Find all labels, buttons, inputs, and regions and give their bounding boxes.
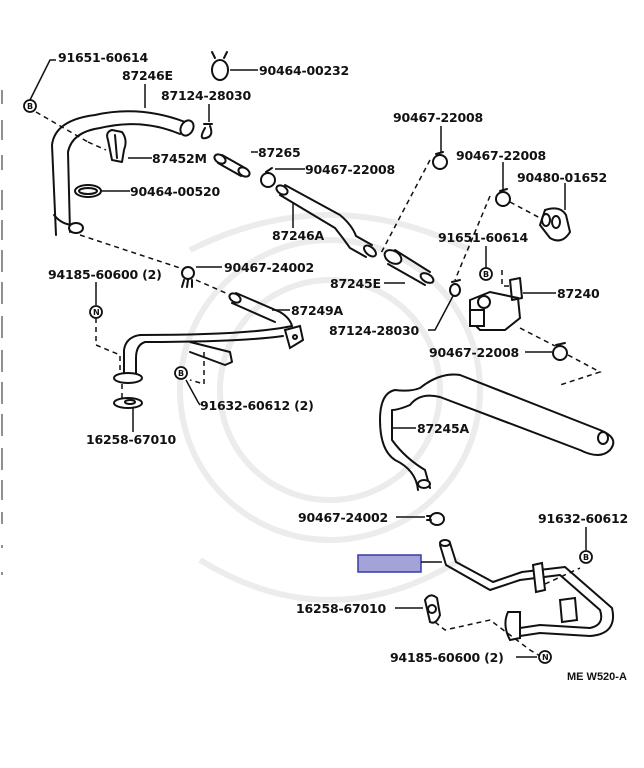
highlighted-part-number-box[interactable] [357,554,422,573]
svg-text:N: N [93,308,100,317]
svg-text:N: N [542,653,549,662]
hose-87246e[interactable] [51,110,196,236]
bolt-marker-b-right: B [579,550,593,564]
clamp-87124-28030-mid[interactable] [449,279,461,297]
label-90467-22008-c[interactable]: 90467-22008 [456,148,546,163]
svg-text:B: B [483,270,489,279]
bolt-marker-b-mid: B [479,267,493,281]
label-90467-22008-b[interactable]: 90467-22008 [393,110,483,125]
label-16258-67010-right[interactable]: 16258-67010 [296,601,387,616]
label-91651-60614-mid[interactable]: 91651-60614 [438,230,529,245]
label-87124-28030-mid[interactable]: 87124-28030 [329,323,420,338]
label-87240[interactable]: 87240 [557,286,600,301]
watermark [177,212,483,603]
label-90464-00520[interactable]: 90464-00520 [130,184,221,199]
gasket-16258-67010-left[interactable] [113,397,143,409]
clamp-90464-00232[interactable] [211,51,229,81]
label-87245a[interactable]: 87245A [417,421,470,436]
label-91632-60612-right[interactable]: 91632-60612 [538,511,628,526]
svg-text:B: B [583,553,589,562]
label-94185-60600-right[interactable]: 94185-60600 (2) [390,650,504,665]
bolt-marker-b-top-left: B [23,99,37,113]
label-90467-24002-bottom[interactable]: 90467-24002 [298,510,388,525]
label-87249a[interactable]: 87249A [291,303,344,318]
clamp-90467-24002-bottom[interactable] [426,512,445,526]
pipe-highlighted[interactable] [439,539,614,642]
diagram-reference-code: ME W520-A [567,671,627,683]
label-87246a[interactable]: 87246A [272,228,325,243]
label-91632-60612-left[interactable]: 91632-60612 (2) [200,398,314,413]
label-87246e[interactable]: 87246E [122,68,173,83]
hose-87265[interactable] [213,153,251,179]
bracket-87452m[interactable] [106,129,127,163]
label-90467-22008-a[interactable]: 90467-22008 [305,162,395,177]
svg-text:B: B [178,369,184,378]
label-91651-60614-top[interactable]: 91651-60614 [58,50,149,65]
label-90464-00232[interactable]: 90464-00232 [259,63,349,78]
hose-87246a[interactable] [275,184,378,259]
clamp-90467-22008-a[interactable] [260,167,276,188]
label-94185-60600-left[interactable]: 94185-60600 (2) [48,267,162,282]
clamp-90467-22008-c[interactable] [495,188,511,207]
label-90467-24002-top[interactable]: 90467-24002 [224,260,314,275]
bolt-marker-b-left: B [174,366,188,380]
gasket-16258-67010-right[interactable] [423,594,442,624]
valve-87240[interactable] [469,277,523,331]
label-87245e[interactable]: 87245E [330,276,381,291]
pipe-87249a[interactable] [113,292,305,384]
label-16258-67010-left[interactable]: 16258-67010 [86,432,177,447]
hose-87245e[interactable] [382,247,435,286]
clamp-90467-22008-b[interactable] [432,151,448,170]
label-90480-01652[interactable]: 90480-01652 [517,170,607,185]
clamp-90467-24002-top[interactable] [181,266,195,288]
bolt-marker-n-left: N [89,305,103,319]
hose-87245a[interactable] [379,373,615,491]
clamp-90464-00520[interactable] [74,184,102,198]
grommet-90480-01652[interactable] [538,207,572,242]
label-87124-28030-top[interactable]: 87124-28030 [161,88,252,103]
clamp-87124-28030-top[interactable] [200,123,213,140]
bolt-marker-n-right: N [538,650,552,664]
clamp-90467-22008-d[interactable] [552,342,568,361]
svg-text:B: B [27,102,33,111]
label-87265[interactable]: 87265 [258,145,301,160]
label-90467-22008-d[interactable]: 90467-22008 [429,345,519,360]
label-87452m[interactable]: 87452M [152,151,207,166]
